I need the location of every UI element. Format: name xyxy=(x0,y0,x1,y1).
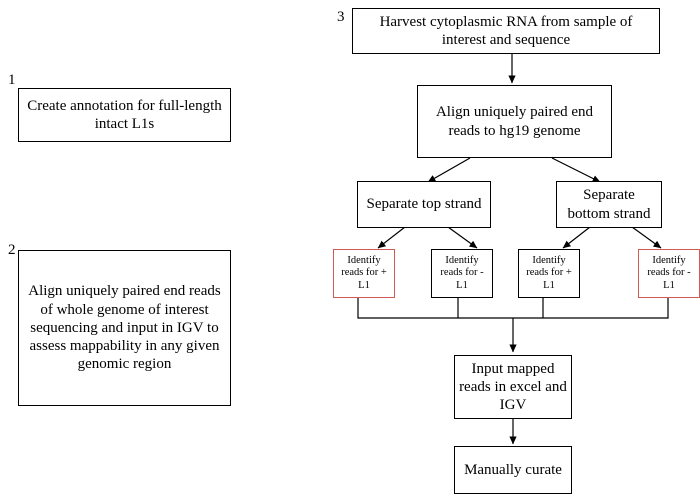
node-separate-bottom-strand[interactable]: Separate bottom strand xyxy=(556,181,662,228)
node-create-annotation[interactable]: Create annotation for full-length intact… xyxy=(18,88,231,142)
node-separate-top-strand[interactable]: Separate top strand xyxy=(357,181,491,228)
node-input-mapped-reads[interactable]: Input mapped reads in excel and IGV xyxy=(454,355,572,419)
step-label-1: 1 xyxy=(8,72,16,88)
step-label-2: 2 xyxy=(8,242,16,258)
node-identify-top-minus-l1[interactable]: Identify reads for - L1 xyxy=(431,249,493,298)
node-identify-bottom-minus-l1[interactable]: Identify reads for - L1 xyxy=(638,249,700,298)
node-harvest-rna[interactable]: Harvest cytoplasmic RNA from sample of i… xyxy=(352,8,660,54)
node-align-genome-mappability[interactable]: Align uniquely paired end reads of whole… xyxy=(18,250,231,406)
node-identify-top-plus-l1[interactable]: Identify reads for + L1 xyxy=(333,249,395,298)
step-label-3: 3 xyxy=(337,9,345,25)
node-align-hg19[interactable]: Align uniquely paired end reads to hg19 … xyxy=(417,85,612,158)
node-manually-curate[interactable]: Manually curate xyxy=(454,446,572,494)
node-identify-bottom-plus-l1[interactable]: Identify reads for + L1 xyxy=(518,249,580,298)
